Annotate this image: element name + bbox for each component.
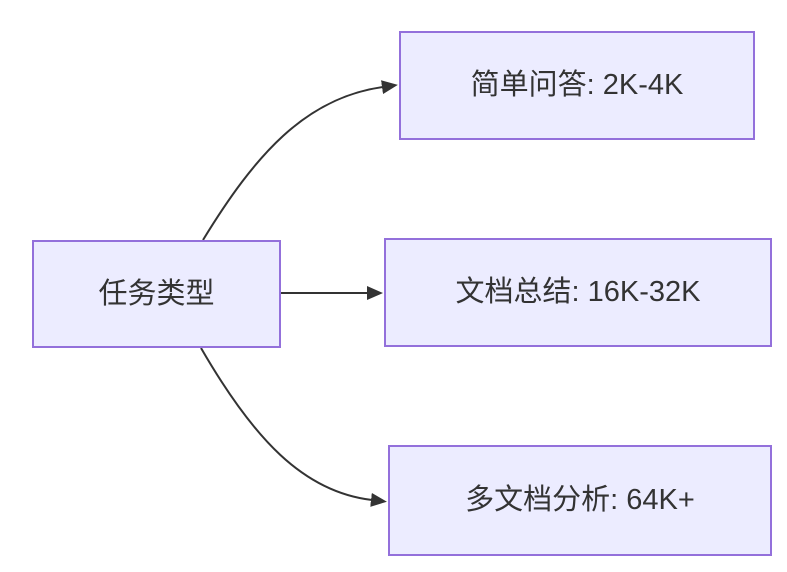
node-simple-qa: 简单问答: 2K-4K (399, 31, 755, 140)
node-task-type-label: 任务类型 (98, 277, 215, 310)
node-simple-qa-label: 简单问答: 2K-4K (470, 69, 684, 102)
edge-root-to-simple-qa (202, 80, 398, 241)
node-doc-summary-label: 文档总结: 16K-32K (455, 276, 701, 309)
edge-root-to-multi-doc (200, 347, 387, 507)
node-multi-doc-analysis-label: 多文档分析: 64K+ (465, 484, 695, 517)
node-doc-summary: 文档总结: 16K-32K (384, 238, 772, 347)
node-task-type: 任务类型 (32, 240, 281, 348)
node-multi-doc-analysis: 多文档分析: 64K+ (388, 445, 772, 556)
